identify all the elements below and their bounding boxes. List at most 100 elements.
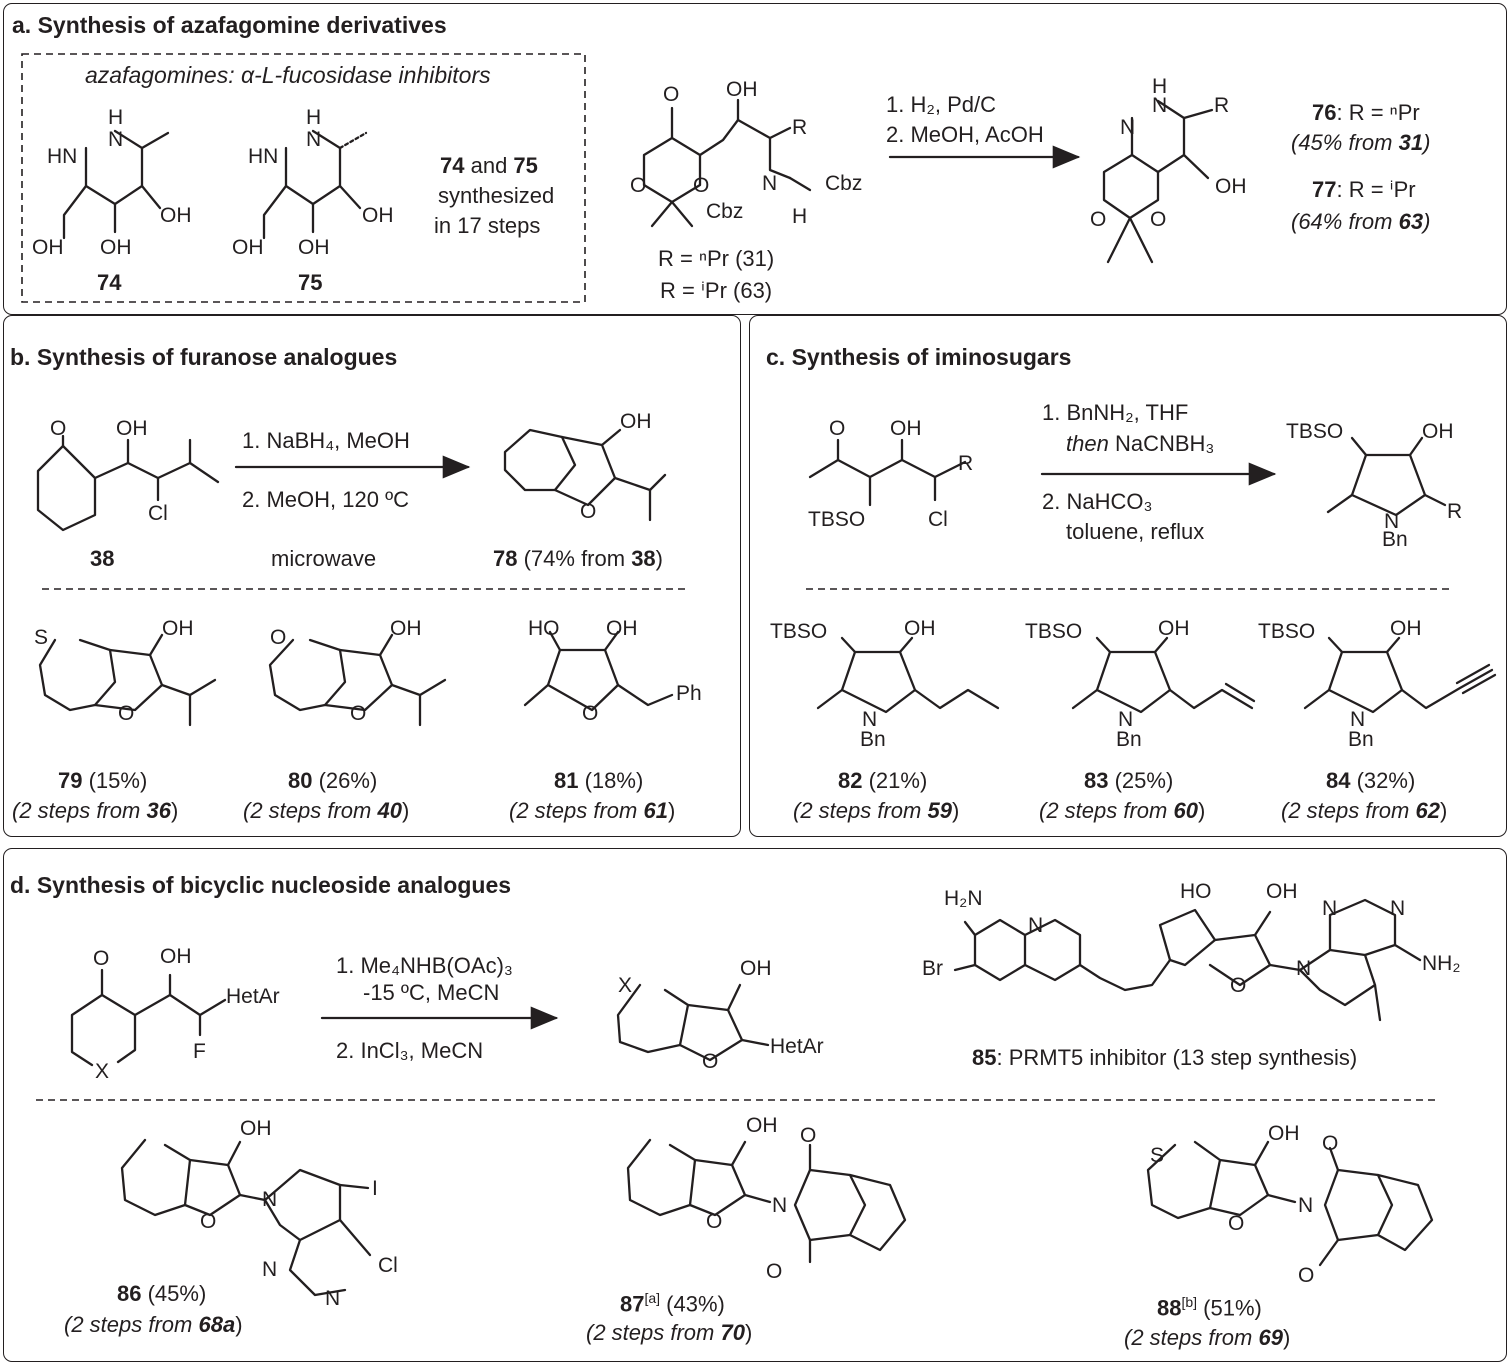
product-77-close: ) [1423, 209, 1431, 234]
panel-d-header: d. Synthesis of bicyclic nucleoside anal… [10, 872, 512, 898]
atom-a-o-ketone: O [663, 83, 679, 106]
atom-74-n1: N [108, 128, 123, 151]
structure-84: TBSO OH N Bn [1258, 617, 1497, 751]
note-and: and [464, 153, 514, 178]
atom-a-o1: O [630, 174, 646, 197]
atom-cp-n: N [1384, 510, 1399, 533]
panel-c-frame [749, 315, 1507, 837]
atom-85-n1: N [1296, 957, 1311, 980]
product-78-label: 78 (74% from 38) [493, 546, 663, 572]
atom-a-cbz1: Cbz [825, 172, 862, 195]
cond-nacnbh3: NaCNBH₃ [1108, 431, 1215, 456]
c87-src-text: (2 steps from [586, 1320, 721, 1345]
atom-a-n: N [762, 172, 777, 195]
atom-81-ho: HO [528, 617, 560, 640]
panel-d-condition-3: 2. InCl₃, MeCN [336, 1038, 484, 1063]
structure-86: OH O N I Cl N N [120, 1117, 398, 1310]
atom-82-tbso: TBSO [770, 620, 827, 643]
atom-79-oh: OH [162, 617, 194, 640]
compound-83-number: 83 [1084, 768, 1109, 793]
atom-86-n: N [262, 1188, 277, 1211]
atom-88-o: O [1228, 1212, 1244, 1235]
compound-83-label: 83 (25%) [1084, 768, 1173, 794]
atom-38-oh: OH [116, 417, 148, 440]
atom-75-oh1: OH [362, 204, 394, 227]
compound-85-number: 85 [972, 1045, 997, 1070]
product-76-yield: (45% from 31) [1291, 130, 1430, 156]
atom-84-oh: OH [1390, 617, 1422, 640]
c82-src-num: 59 [927, 798, 952, 823]
azafagomine-box-title: azafagomines: α-L-fucosidase inhibitors [85, 62, 491, 88]
product-76-line: 76: R = ⁿPr [1312, 100, 1420, 126]
atom-prod-a-r: R [1214, 94, 1229, 117]
atom-87-o-bot: O [766, 1260, 782, 1283]
atom-prod-a-n2: N [1120, 116, 1135, 139]
compound-79-label: 79 (15%) [58, 768, 147, 794]
compound-82-label: 82 (21%) [838, 768, 927, 794]
structure-38: O OH Cl [36, 417, 220, 532]
compound-87-source: (2 steps from 70) [586, 1320, 752, 1346]
compound-81-source: (2 steps from 61) [509, 798, 675, 824]
atom-80-o: O [350, 702, 366, 725]
atom-78-oh: OH [620, 410, 652, 433]
atom-80-o-ring: O [270, 626, 286, 649]
structure-81: HO OH O Ph [523, 617, 702, 725]
atom-c-cl: Cl [928, 508, 948, 531]
compound-81-label: 81 (18%) [554, 768, 643, 794]
atom-83-n: N [1118, 708, 1133, 731]
structure-78: OH O [503, 410, 667, 523]
c82-src-close: ) [951, 798, 960, 823]
start-r-ipr: R = ⁱPr (63) [660, 278, 773, 303]
atom-79-s: S [34, 626, 48, 649]
c82-src-text: (2 steps from [793, 798, 928, 823]
compound-86-source: (2 steps from 68a) [64, 1312, 243, 1338]
atom-86-oh: OH [240, 1117, 272, 1140]
structure-panel-a-product: H N N R OH O O [1090, 75, 1247, 264]
product-76-yield-text: (45% from [1291, 130, 1399, 155]
atom-38-cl: Cl [148, 502, 168, 525]
atom-75-oh2: OH [298, 236, 330, 259]
atom-c-r: R [958, 452, 973, 475]
atom-c-tbso: TBSO [808, 508, 865, 531]
panel-c-condition-2: then NaCNBH₃ [1066, 431, 1214, 457]
atom-85-n3: N [1390, 897, 1405, 920]
atom-c-oh: OH [890, 417, 922, 440]
atom-d-o: O [93, 947, 109, 970]
compound-85-label: 85: PRMT5 inhibitor (13 step synthesis) [972, 1045, 1357, 1071]
c84-src-num: 62 [1415, 798, 1440, 823]
panel-c-header: c. Synthesis of iminosugars [766, 344, 1072, 370]
product-77-number: 77 [1312, 177, 1337, 202]
compound-74-label: 74 [97, 270, 122, 295]
atom-d-f: F [193, 1040, 206, 1063]
atom-cp-bn: Bn [1382, 528, 1408, 551]
panel-b-header: b. Synthesis of furanose analogues [10, 344, 398, 370]
compound-85-desc: : PRMT5 inhibitor (13 step synthesis) [996, 1045, 1358, 1070]
atom-85-br: Br [922, 957, 943, 980]
c87-src-num: 70 [720, 1320, 745, 1345]
compound-81-yield: (18%) [578, 768, 644, 793]
c81-src-text: (2 steps from [509, 798, 644, 823]
c80-src-close: ) [401, 798, 410, 823]
c84-src-text: (2 steps from [1281, 798, 1416, 823]
atom-86-i: I [372, 1177, 378, 1200]
product-78-number: 78 [493, 546, 518, 571]
atom-86-n2: N [262, 1258, 277, 1281]
atom-dp-oh: OH [740, 957, 772, 980]
compound-80-number: 80 [288, 768, 313, 793]
panel-d-frame [3, 848, 1507, 1362]
atom-83-bn: Bn [1116, 728, 1142, 751]
compound-80-yield: (26%) [312, 768, 378, 793]
c86-src-close: ) [235, 1312, 243, 1337]
note-75: 75 [513, 153, 538, 178]
c81-src-close: ) [667, 798, 676, 823]
azafagomine-note-line3: in 17 steps [434, 213, 541, 238]
compound-82-number: 82 [838, 768, 863, 793]
atom-a-cbz2: Cbz [706, 200, 743, 223]
atom-85-h2n: H₂N [944, 887, 982, 910]
atom-81-ph: Ph [676, 682, 702, 705]
atom-85-nh2: NH₂ [1422, 952, 1460, 975]
c79-src-close: ) [170, 798, 179, 823]
compound-80-label: 80 (26%) [288, 768, 377, 794]
atom-88-o-top: O [1322, 1132, 1338, 1155]
structure-79: S OH O [34, 617, 217, 727]
